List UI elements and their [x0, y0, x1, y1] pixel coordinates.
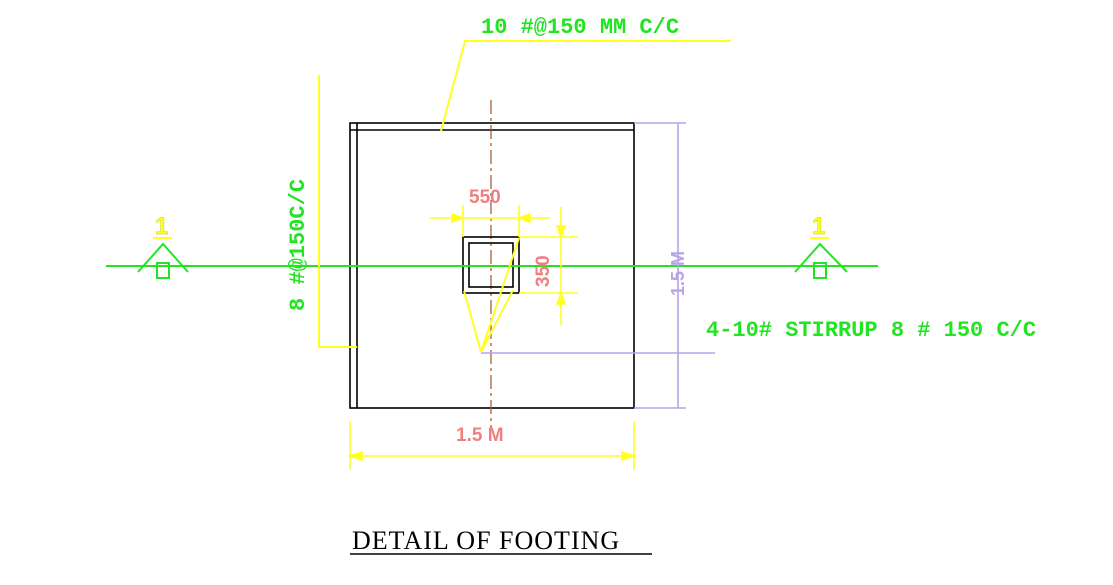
section-marker-right [794, 242, 848, 279]
column-depth-text: 350 [533, 255, 554, 287]
top-bars-leader [440, 40, 731, 132]
footing-length-dimension [634, 122, 686, 409]
stirrup-label: 4-10# STIRRUP 8 # 150 C/C [706, 318, 1036, 343]
top-bars-label: 10 #@150 MM C/C [481, 15, 679, 40]
stirrup-leader [463, 237, 520, 353]
side-bars-label: 8 #@150C/C [286, 179, 311, 311]
column-width-dimension [430, 205, 550, 237]
section-mark-label-left: 1 [155, 213, 168, 240]
column-depth-dimension [519, 207, 578, 325]
column-width-text: 550 [469, 187, 501, 208]
section-marker-left [137, 242, 189, 279]
drawing-title: DETAIL OF FOOTING [352, 526, 620, 555]
side-bars-leader [318, 75, 357, 348]
footing-width-text: 1.5 M [456, 425, 504, 446]
footing-length-text: 1.5 M [668, 251, 688, 296]
footing-width-dimension [347, 422, 637, 470]
section-mark-label-right: 1 [812, 213, 825, 240]
